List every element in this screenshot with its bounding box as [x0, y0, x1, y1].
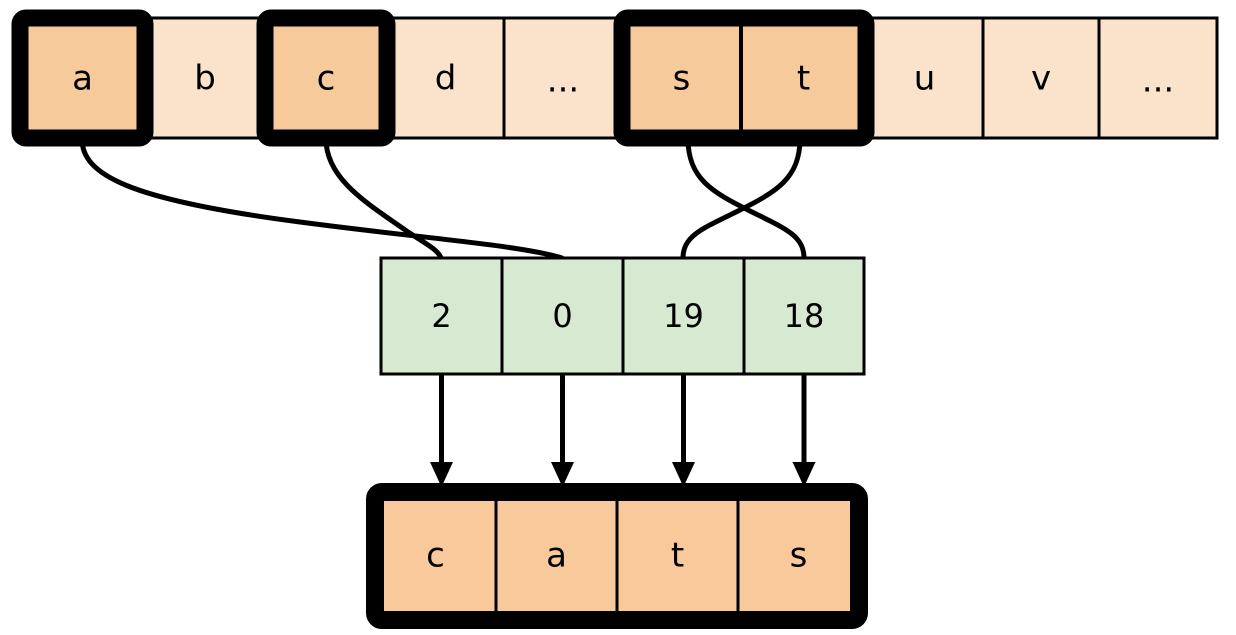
- connector-curves: [79, 136, 807, 261]
- alphabet-cell-s-label: s: [673, 59, 691, 99]
- result-cell-s-box: [736, 490, 861, 622]
- result-cell-s-label: s: [790, 536, 808, 576]
- alphabet-cell-ellipsis-right: ...: [1097, 16, 1219, 140]
- result-cell-s[interactable]: s: [736, 490, 861, 622]
- index-cell-2-box: [621, 256, 746, 376]
- index-cell-0[interactable]: 2: [379, 256, 504, 376]
- index-cell-2-value: 19: [663, 297, 704, 335]
- alphabet-cell-ellipsis-right-box: [1097, 16, 1219, 140]
- alphabet-cell-t-label: t: [797, 59, 810, 99]
- result-cell-c[interactable]: c: [373, 490, 498, 622]
- alphabet-row: a b c d ...: [11, 9, 1219, 147]
- alphabet-cell-s[interactable]: s: [620, 16, 743, 140]
- connector-a-to-index-0: [79, 136, 565, 261]
- alphabet-cell-b[interactable]: b: [143, 16, 267, 140]
- index-cell-3[interactable]: 18: [742, 256, 866, 376]
- alphabet-cell-ellipsis-left-box: [502, 16, 624, 140]
- result-cell-a-label: a: [546, 536, 567, 576]
- index-cell-0-box: [379, 256, 504, 376]
- alphabet-cell-u-label: u: [914, 59, 936, 99]
- alphabet-cell-t[interactable]: t: [739, 16, 868, 140]
- connector-s-to-index-18: [685, 136, 807, 261]
- index-cell-2[interactable]: 19: [621, 256, 746, 376]
- alphabet-cell-ellipsis-left-label: ...: [547, 61, 579, 101]
- index-cell-0-value: 2: [431, 297, 451, 335]
- connector-c-to-index-2: [323, 136, 444, 261]
- result-cell-t-label: t: [671, 536, 684, 576]
- alphabet-cell-b-label: b: [194, 59, 216, 99]
- result-cell-t-box: [615, 490, 740, 622]
- alphabet-cell-a[interactable]: a: [18, 16, 147, 140]
- result-cell-a-box: [494, 490, 619, 622]
- result-row-outline: [366, 483, 868, 629]
- arrow-index-19-to-t: [672, 375, 695, 487]
- result-cell-a[interactable]: a: [494, 490, 619, 622]
- alphabet-cell-v-box: [981, 16, 1101, 140]
- alphabet-cell-c-label: c: [317, 59, 336, 99]
- highlight-outline-st: [613, 9, 875, 147]
- index-cell-3-box: [742, 256, 866, 376]
- result-cell-t[interactable]: t: [615, 490, 740, 622]
- alphabet-cell-ellipsis-left: ...: [502, 16, 624, 140]
- alphabet-cell-v[interactable]: v: [981, 16, 1101, 140]
- index-row: 2 0 19 18: [379, 256, 866, 376]
- alphabet-cell-b-box: [143, 16, 267, 140]
- down-arrows: [430, 375, 816, 487]
- alphabet-cell-d[interactable]: d: [385, 16, 506, 140]
- alphabet-cell-ellipsis-right-label: ...: [1142, 61, 1174, 101]
- index-cell-1[interactable]: 0: [500, 256, 625, 376]
- index-cell-3-value: 18: [784, 297, 825, 335]
- arrow-index-2-to-c: [430, 375, 453, 487]
- result-cell-c-label: c: [426, 536, 445, 576]
- alphabet-cell-u[interactable]: u: [864, 16, 985, 140]
- alphabet-cell-d-label: d: [435, 59, 457, 99]
- alphabet-cell-v-label: v: [1031, 59, 1051, 99]
- alphabet-cell-a-label: a: [72, 59, 93, 99]
- result-row: c a t s: [366, 483, 868, 629]
- connector-t-to-index-19: [680, 136, 803, 261]
- alphabet-cell-c[interactable]: c: [263, 16, 389, 140]
- index-cell-1-value: 0: [552, 297, 572, 335]
- arrow-index-18-to-s: [792, 375, 816, 487]
- arrow-index-0-to-a: [551, 375, 574, 487]
